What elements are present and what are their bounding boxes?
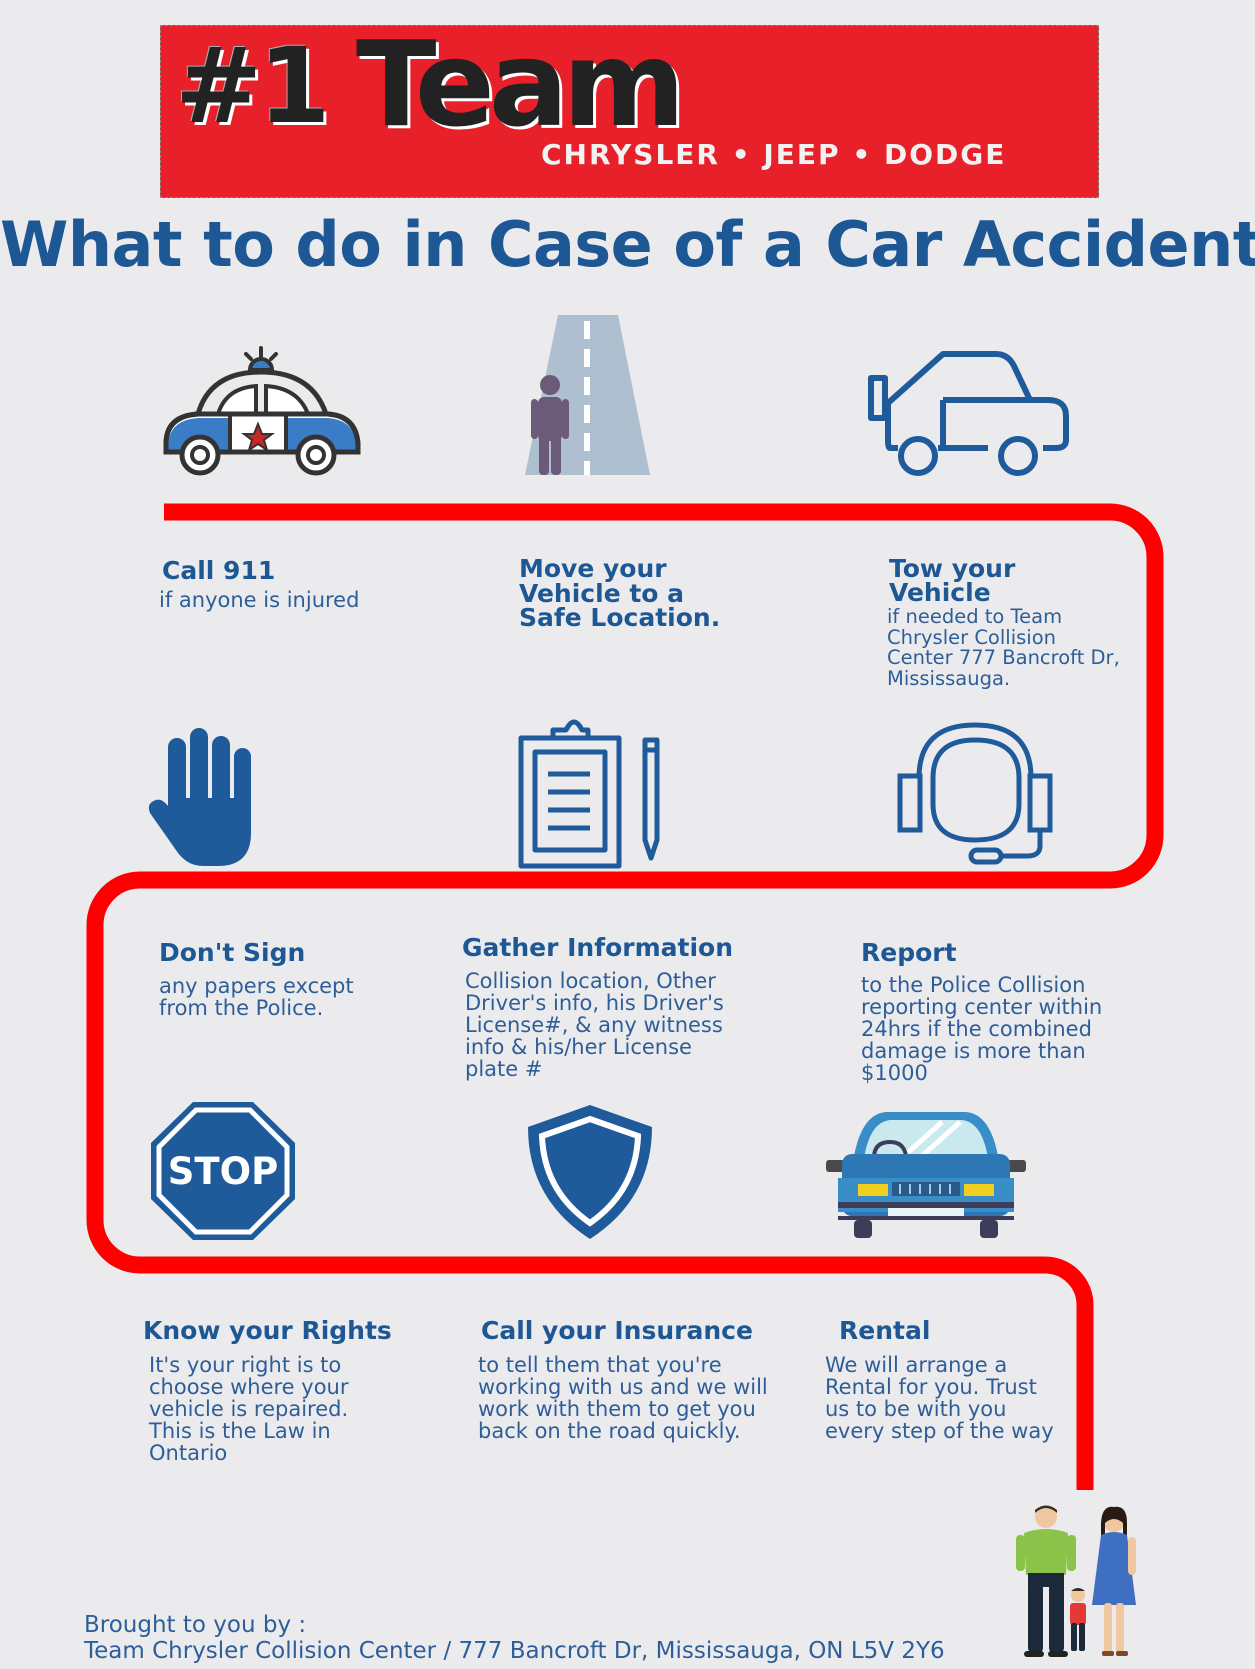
step-tow-vehicle-heading: Tow your Vehicle [889, 554, 1016, 607]
footer-line-1: Brought to you by : [84, 1612, 307, 1638]
step-rental-text: We will arrange a Rental for you. Trust … [825, 1353, 1054, 1443]
step-report-heading: Report [861, 938, 957, 967]
step-gather-information-text: Collision location, Other Driver's info,… [465, 969, 724, 1081]
footer-credit: Brought to you by : Team Chrysler Collis… [84, 1612, 945, 1664]
family-icon [1016, 1505, 1136, 1657]
tow-truck-icon [868, 351, 1069, 476]
step-report-text: to the Police Collision reporting center… [861, 973, 1103, 1085]
step-gather-information-heading: Gather Information [462, 933, 734, 962]
logo-mark: #1 [175, 25, 331, 147]
page-title: What to do in Case of a Car Accident? [0, 208, 1255, 281]
pedestrian-road-icon [525, 315, 650, 475]
stop-sign-icon: STOP [151, 1102, 295, 1240]
headset-icon [897, 722, 1053, 865]
step-move-vehicle-heading: Move your Vehicle to a Safe Location. [519, 554, 721, 632]
clipboard-icon [518, 719, 660, 869]
shield-icon [528, 1105, 652, 1239]
step-dont-sign-text: any papers except from the Police. [159, 974, 354, 1020]
stop-hand-icon [148, 728, 251, 866]
step-rental-heading: Rental [839, 1316, 931, 1345]
footer-line-2: Team Chrysler Collision Center / 777 Ban… [84, 1638, 945, 1664]
logo-tagline: CHRYSLER • JEEP • DODGE [541, 138, 1007, 171]
step-tow-vehicle-text: if needed to Team Chrysler Collision Cen… [887, 605, 1120, 690]
step-know-rights-heading: Know your Rights [143, 1316, 392, 1345]
step-know-rights-text: It's your right is to choose where your … [149, 1353, 349, 1465]
step-call-911-text: if anyone is injured [159, 588, 360, 612]
stop-sign-text: STOP [168, 1150, 278, 1193]
step-dont-sign-heading: Don't Sign [159, 938, 306, 967]
rental-car-icon [826, 1112, 1026, 1238]
step-call-911-heading: Call 911 [162, 556, 276, 585]
logo-name: Team [356, 25, 685, 153]
police-car-icon [163, 346, 361, 476]
step-call-insurance-heading: Call your Insurance [481, 1316, 753, 1345]
brand-logo: #1 Team CHRYSLER • JEEP • DODGE [160, 25, 1099, 198]
step-call-insurance-text: to tell them that you're working with us… [478, 1353, 768, 1443]
